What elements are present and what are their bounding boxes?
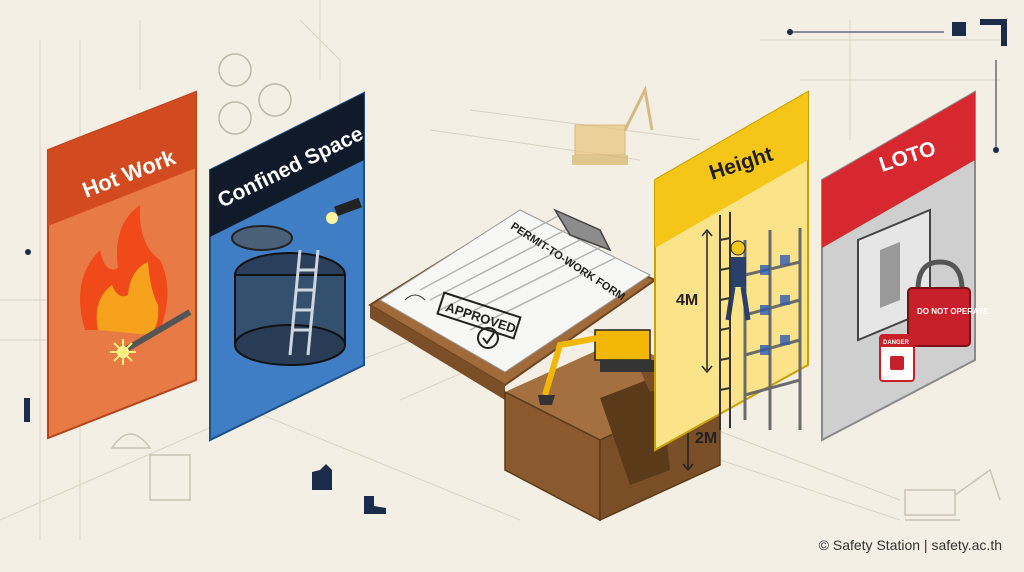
welding-torch-icon (110, 309, 192, 365)
permit-clipboard: PERMIT-TO-WORK FORM APPROVED (368, 208, 657, 400)
excavator-distant-icon (572, 85, 654, 165)
confined-space-panel: Confined Space (209, 91, 367, 442)
boot-icon (364, 496, 386, 514)
ppe-icon-group (218, 53, 292, 135)
blueprint-marker (24, 398, 30, 422)
trench (600, 375, 670, 485)
loto-panel: LOTO DO NOT OPERATE DANGER (821, 90, 989, 442)
height-measure-label: 4M (676, 292, 698, 309)
copyright-credit: © Safety Station | safety.ac.th (814, 536, 1006, 554)
danger-tag-text: DANGER (883, 340, 910, 346)
ladder-icon (719, 212, 731, 430)
blueprint-dot (25, 249, 31, 255)
boot-icon (218, 101, 252, 135)
danger-tag-icon: DANGER (879, 334, 915, 382)
ladder-icon (288, 249, 320, 356)
clipboard-clip-icon (553, 208, 612, 252)
excavator-icon (538, 329, 655, 405)
check-circle-icon (477, 327, 499, 349)
height-panel: Height 4M (654, 90, 809, 452)
glove-icon (312, 464, 332, 490)
hardhat-outline-icon (110, 433, 191, 501)
worker-icon (725, 240, 751, 321)
hardhat-icon (218, 53, 252, 87)
height-measure: 4M (676, 228, 713, 374)
excavation-depth-label: 2M (695, 430, 717, 447)
corner-bracket (787, 19, 1007, 153)
glove-icon (258, 83, 292, 117)
padlock-icon: DO NOT OPERATE (907, 259, 989, 347)
signature (404, 294, 426, 301)
excavator-outline-icon (904, 468, 1001, 521)
lock-warning-text: DO NOT OPERATE (917, 307, 989, 316)
flashlight-icon (326, 197, 362, 224)
hot-work-panel: Hot Work (47, 90, 197, 440)
scaffold-mesh (760, 255, 790, 355)
fire-icon (80, 205, 168, 335)
background-blueprint (0, 0, 1000, 540)
